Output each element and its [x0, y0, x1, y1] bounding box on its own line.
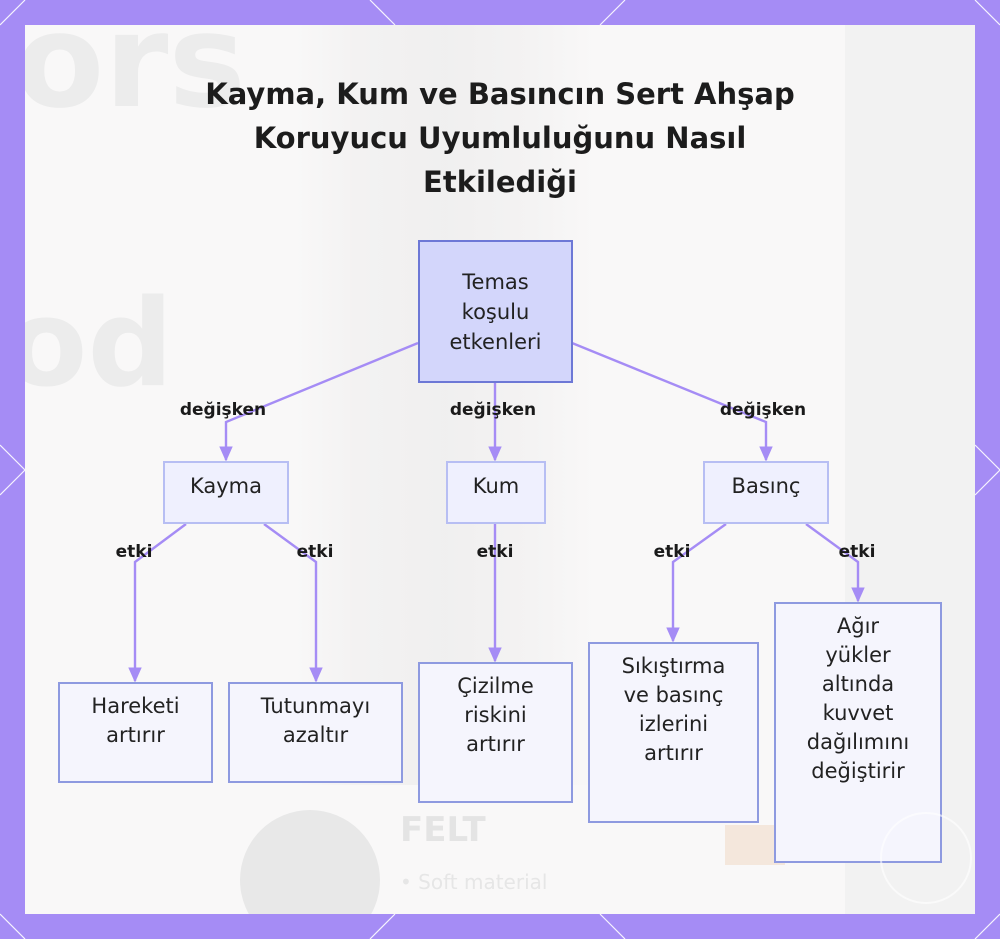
node-text: etkenleri [449, 329, 542, 354]
node-text: izlerini [638, 712, 709, 736]
node-text: Basınç [731, 474, 801, 498]
node-text: ve basınç [623, 683, 724, 707]
node-text: değiştirir [811, 759, 905, 783]
title-line: Koruyucu Uyumluluğunu Nasıl [253, 121, 747, 155]
node-text: artırır [106, 723, 165, 747]
effect-node-tutunma: Tutunmayı azaltır [228, 682, 403, 783]
edge-kayma-tutunma [263, 523, 323, 683]
edge-root-basinc [571, 341, 773, 462]
watermark-logo [880, 812, 972, 904]
edge-label-degisken: değişken [719, 400, 807, 420]
node-text: Hareketi [91, 694, 180, 718]
node-text: riskini [464, 703, 527, 727]
node-text: dağılımını [806, 730, 910, 754]
edge-label-etki: etki [115, 542, 153, 562]
background-watermark-text: od [25, 275, 174, 414]
effect-node-sikistirma: Sıkıştırma ve basınç izlerini artırır [588, 642, 759, 823]
node-text: koşulu [461, 299, 530, 324]
edge-label-etki: etki [653, 542, 691, 562]
edge-kayma-hareket [128, 523, 187, 683]
node-text: artırır [644, 741, 703, 765]
background-watermark-text: ors [25, 25, 246, 137]
factor-node-kayma: Kayma [163, 461, 289, 524]
edge-label-degisken: değişken [449, 400, 537, 420]
effect-node-cizilme: Çizilme riskini artırır [418, 662, 573, 803]
node-text: yükler [825, 643, 891, 667]
node-text: Ağır [836, 614, 880, 638]
edge-label-etki: etki [476, 542, 514, 562]
title-line: Kayma, Kum ve Basıncın Sert Ahşap [205, 77, 795, 111]
node-text: Sıkıştırma [621, 654, 726, 678]
diagram-title: Kayma, Kum ve Basıncın Sert Ahşap Koruyu… [0, 72, 1000, 204]
node-text: Tutunmayı [260, 694, 371, 718]
background-watermark-text: • Soft material [400, 870, 548, 894]
root-node: Temas koşulu etkenleri [418, 240, 573, 383]
node-text: Çizilme [457, 674, 534, 698]
node-text: azaltır [282, 723, 349, 747]
background-circle [240, 810, 380, 914]
edge-basinc-sikistirma [666, 523, 727, 643]
node-text: Kum [472, 474, 520, 498]
edge-basinc-agir [805, 523, 865, 603]
edge-root-kayma [219, 341, 419, 462]
node-text: kuvvet [822, 701, 894, 725]
title-line: Etkilediği [423, 165, 577, 199]
background-watermark-text: FELT [400, 810, 486, 850]
node-text: altında [821, 672, 895, 696]
factor-node-kum: Kum [446, 461, 546, 524]
background-pillar [295, 25, 595, 785]
effect-node-hareket: Hareketi artırır [58, 682, 213, 783]
edge-label-etki: etki [296, 542, 334, 562]
node-text: artırır [466, 732, 525, 756]
node-text: Kayma [189, 474, 263, 498]
edge-label-etki: etki [838, 542, 876, 562]
factor-node-basinc: Basınç [703, 461, 829, 524]
edge-label-degisken: değişken [179, 400, 267, 420]
node-text: Temas [462, 269, 529, 294]
